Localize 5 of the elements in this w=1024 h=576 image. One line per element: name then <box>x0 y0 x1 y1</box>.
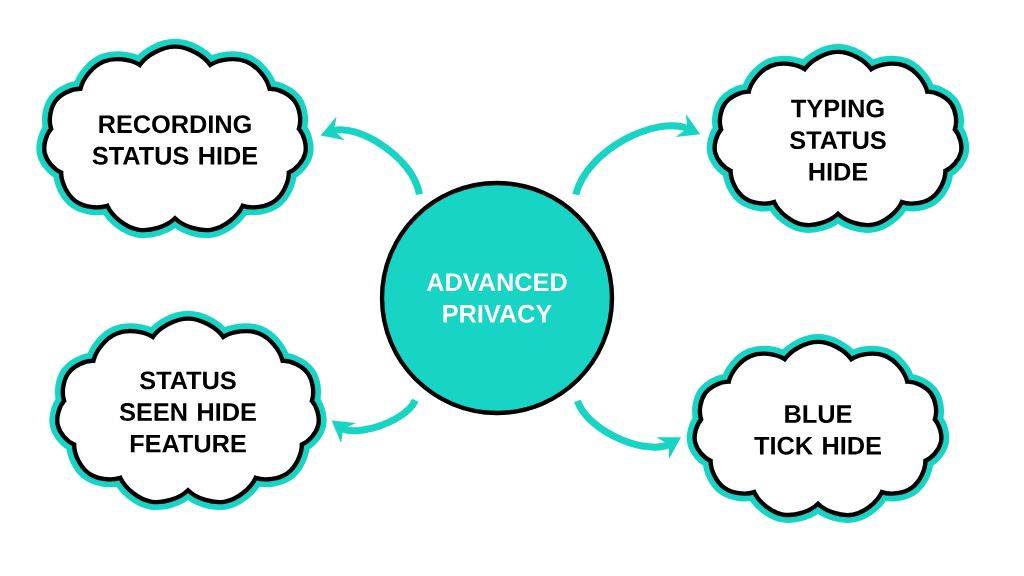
cloud-node: RECORDING STATUS HIDE <box>36 38 314 239</box>
circle-node: ADVANCED PRIVACY <box>379 180 615 416</box>
cloud-node: STATUS SEEN HIDE FEATURE <box>49 310 327 511</box>
cloud-node: TYPING STATUS HIDE <box>706 43 970 233</box>
cloud-node: BLUE TICK HIDE <box>686 333 950 523</box>
